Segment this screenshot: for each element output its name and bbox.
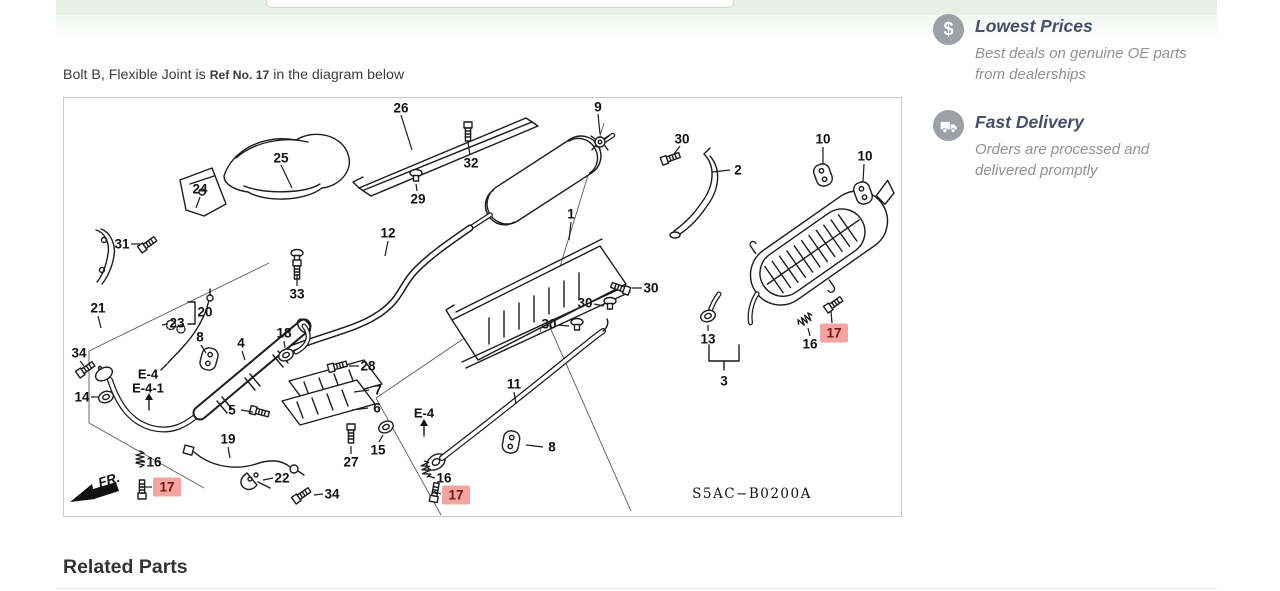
- svg-text:30: 30: [577, 296, 592, 311]
- benefits-panel: $ Lowest Prices Best deals on genuine OE…: [933, 14, 1218, 206]
- part-bracket-2: [669, 147, 719, 239]
- svg-text:21: 21: [90, 301, 106, 316]
- svg-text:23: 23: [169, 316, 185, 331]
- e4-arrows: [145, 393, 428, 437]
- svg-text:13: 13: [700, 332, 716, 347]
- svg-text:17: 17: [159, 480, 174, 495]
- svg-text:10: 10: [857, 149, 872, 164]
- svg-text:14: 14: [74, 390, 90, 405]
- top-input[interactable]: [266, 0, 734, 8]
- svg-text:1: 1: [567, 207, 575, 222]
- svg-text:E-4: E-4: [138, 367, 159, 382]
- svg-text:31: 31: [114, 237, 130, 252]
- benefit-desc: Best deals on genuine OE parts from deal…: [975, 45, 1187, 83]
- svg-text:2: 2: [734, 163, 742, 178]
- svg-text:16: 16: [146, 455, 162, 470]
- part-tube-20-23: [160, 288, 214, 371]
- svg-text:8: 8: [196, 330, 204, 345]
- svg-text:17: 17: [448, 488, 463, 503]
- svg-text:17: 17: [826, 326, 841, 341]
- intro-text: Bolt B, Flexible Joint is Ref No. 17 in …: [63, 67, 404, 83]
- svg-text:9: 9: [594, 100, 602, 115]
- svg-text:6: 6: [373, 401, 381, 416]
- bottom-divider: [56, 588, 1217, 589]
- part-bracket-22: [240, 472, 271, 491]
- svg-text:FR.: FR.: [96, 470, 121, 491]
- svg-text:26: 26: [393, 101, 409, 116]
- benefit-desc: Orders are processed and delivered promp…: [975, 141, 1150, 179]
- part-plate-24: [179, 167, 227, 217]
- svg-text:30: 30: [643, 281, 658, 296]
- svg-text:25: 25: [273, 151, 289, 166]
- svg-text:11: 11: [507, 377, 522, 392]
- benefit-lowest-prices: $ Lowest Prices Best deals on genuine OE…: [933, 14, 1218, 85]
- svg-text:7: 7: [374, 383, 382, 398]
- part-tail-pipe-11: [426, 318, 609, 471]
- svg-text:27: 27: [343, 455, 358, 470]
- truck-icon: [933, 110, 964, 141]
- part-pipe-12: [286, 224, 474, 353]
- related-parts-heading: Related Parts: [63, 556, 188, 578]
- svg-text:20: 20: [197, 305, 212, 320]
- part-shields-6-7: [281, 359, 383, 426]
- svg-text:E-4-1: E-4-1: [132, 381, 164, 396]
- svg-text:8: 8: [548, 440, 556, 455]
- parts-diagram-svg: 2692532293021010243112133303030212023841…: [70, 100, 895, 516]
- top-band-fade: [56, 15, 1217, 41]
- svg-text:22: 22: [274, 471, 289, 486]
- svg-text:19: 19: [220, 432, 235, 447]
- benefit-title: Fast Delivery: [975, 112, 1084, 132]
- svg-text:E-4: E-4: [414, 406, 435, 421]
- part-bracket-21: [95, 228, 116, 285]
- svg-text:10: 10: [815, 132, 830, 147]
- benefit-fast-delivery: Fast Delivery Orders are processed and d…: [933, 110, 1218, 181]
- svg-text:16: 16: [436, 471, 452, 486]
- svg-text:33: 33: [289, 287, 305, 302]
- intro-suffix: in the diagram below: [273, 67, 405, 83]
- svg-text:30: 30: [674, 132, 689, 147]
- benefit-title: Lowest Prices: [975, 16, 1093, 36]
- svg-text:S5AC−B0200A: S5AC−B0200A: [692, 486, 812, 502]
- intro-prefix: Bolt B, Flexible Joint is: [63, 67, 206, 83]
- svg-text:34: 34: [71, 346, 87, 361]
- svg-text:28: 28: [360, 359, 376, 374]
- svg-text:30: 30: [541, 317, 556, 332]
- ref-number-bold: Ref No. 17: [209, 68, 270, 82]
- svg-text:34: 34: [324, 487, 340, 502]
- svg-text:32: 32: [463, 156, 478, 171]
- part-front-pipe: [94, 318, 312, 433]
- svg-text:16: 16: [802, 337, 818, 352]
- svg-text:24: 24: [192, 182, 208, 197]
- svg-text:5: 5: [228, 403, 236, 418]
- svg-text:4: 4: [237, 336, 245, 351]
- part-shield-1: [445, 238, 631, 369]
- svg-text:29: 29: [410, 192, 425, 207]
- fr-arrow: [70, 482, 119, 502]
- part-shield-25: [223, 133, 351, 200]
- svg-text:15: 15: [370, 443, 386, 458]
- part-sensor-19: [182, 444, 305, 476]
- svg-text:18: 18: [276, 326, 292, 341]
- dollar-icon: $: [933, 14, 964, 45]
- svg-text:12: 12: [380, 226, 395, 241]
- svg-text:3: 3: [720, 374, 728, 389]
